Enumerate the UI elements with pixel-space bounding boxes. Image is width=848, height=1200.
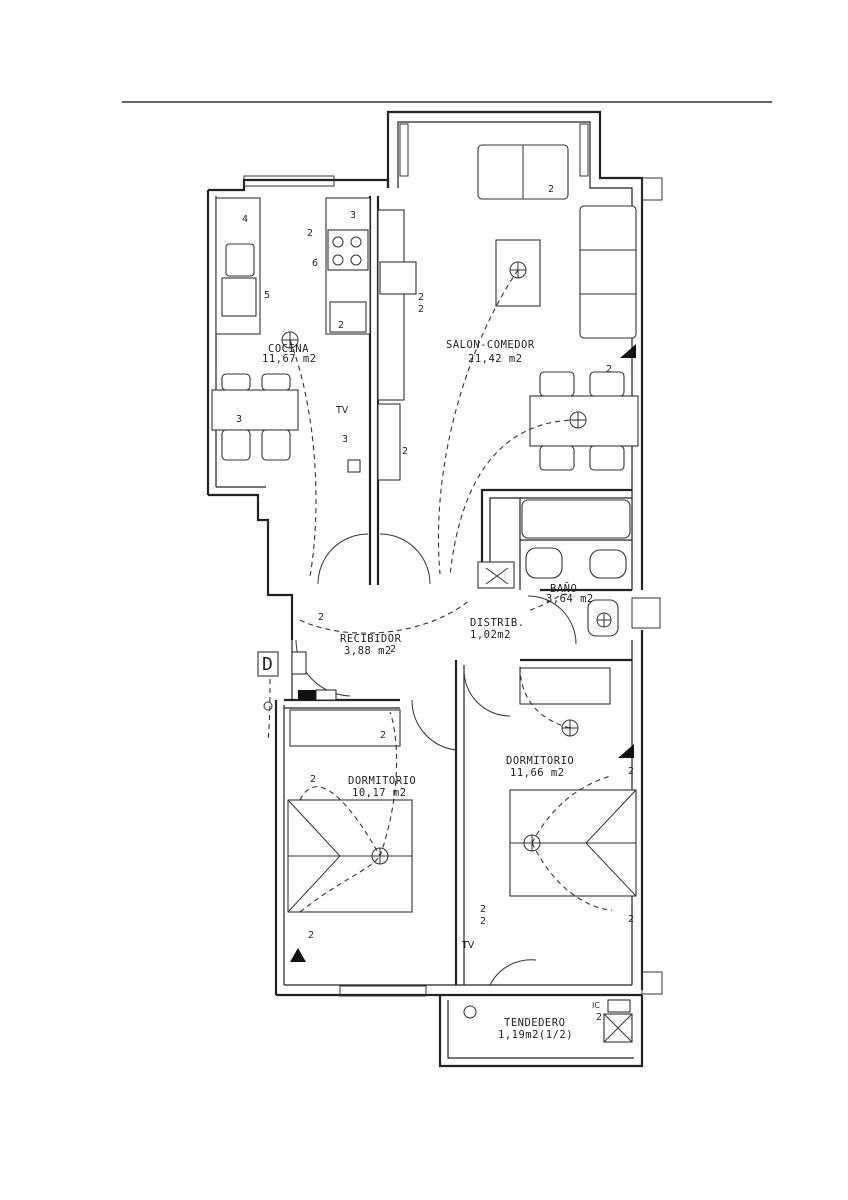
outlet-counts: 4 2 3 6 5 3 2 2 2 2 2 3 2 2 2 2 2 2 2 2 … (236, 184, 634, 1023)
appliance-number: 4 (242, 214, 248, 225)
light-fixture (371, 847, 389, 865)
appliance-number: 3 (236, 414, 242, 425)
room-area-cocina: 11,67 m2 (262, 353, 317, 365)
outlet-count: 2 (628, 914, 634, 925)
room-name-cocina: COCINA (268, 343, 309, 355)
appliance-number: 3 (350, 210, 356, 221)
room-name-recibidor: RECIBIDOR (340, 633, 402, 645)
appliance-number: 5 (264, 290, 270, 301)
room-name-dormitorio-2: DORMITORIO (506, 755, 574, 767)
outlet-count: 2 (318, 612, 324, 623)
doorbell-symbol: D (262, 654, 273, 675)
tv-outlet: TV (335, 405, 349, 416)
bedroom-furniture (287, 667, 637, 962)
kitchen-furniture (211, 197, 417, 481)
light-fixture (281, 331, 299, 349)
room-name-distrib: DISTRIB. (470, 617, 525, 629)
intercom-label: IC (592, 1001, 600, 1010)
outlet-count: 2 (380, 730, 386, 741)
room-name-bano: BAÑO (550, 582, 577, 595)
outlet-count: 2 (338, 320, 344, 331)
light-fixture (596, 612, 612, 628)
outlet-count: 2 (480, 904, 486, 915)
light-fixture (569, 411, 587, 429)
outlet-count: 2 (480, 916, 486, 927)
room-name-dormitorio-1: DORMITORIO (348, 775, 416, 787)
electrical-lines (267, 269, 613, 913)
outlet-count: 2 (606, 364, 612, 375)
outlet-count: 2 (418, 292, 424, 303)
outlet-count: 2 (628, 766, 634, 777)
outlet-count: 2 (308, 930, 314, 941)
room-labels: COCINA 11,67 m2 SALON-COMEDOR 21,42 m2 B… (262, 339, 594, 1041)
outlet-count: 3 (342, 434, 348, 445)
room-area-bano: 3,64 m2 (546, 593, 594, 605)
light-points (281, 261, 612, 865)
light-fixture (509, 261, 527, 279)
room-area-dormitorio-2: 11,66 m2 (510, 767, 565, 779)
outlet-count: 2 (402, 446, 408, 457)
outlet-count: 2 (418, 304, 424, 315)
room-area-tendedero: 1,19m2(1/2) (498, 1029, 573, 1041)
room-area-salon: 21,42 m2 (468, 353, 523, 365)
tv-outlet: TV (461, 940, 475, 951)
room-area-recibidor: 3,88 m2 (344, 645, 392, 657)
light-fixture (561, 719, 579, 737)
room-area-dormitorio-1: 10,17 m2 (352, 787, 407, 799)
outlet-count: 2 (596, 1012, 602, 1023)
room-name-salon: SALON-COMEDOR (446, 339, 535, 351)
outlet-count: 2 (310, 774, 316, 785)
room-area-distrib: 1,02m2 (470, 629, 511, 641)
doors (295, 533, 577, 986)
appliance-number: 2 (307, 228, 313, 239)
misc-symbols: D TV TV IC (257, 405, 633, 1043)
appliance-number: 6 (312, 258, 318, 269)
bath-furniture (477, 499, 631, 637)
salon-furniture (477, 144, 639, 471)
light-fixture (523, 834, 541, 852)
outlet-count: 2 (390, 644, 396, 655)
outlet-count: 2 (548, 184, 554, 195)
room-name-tendedero: TENDEDERO (504, 1017, 565, 1029)
